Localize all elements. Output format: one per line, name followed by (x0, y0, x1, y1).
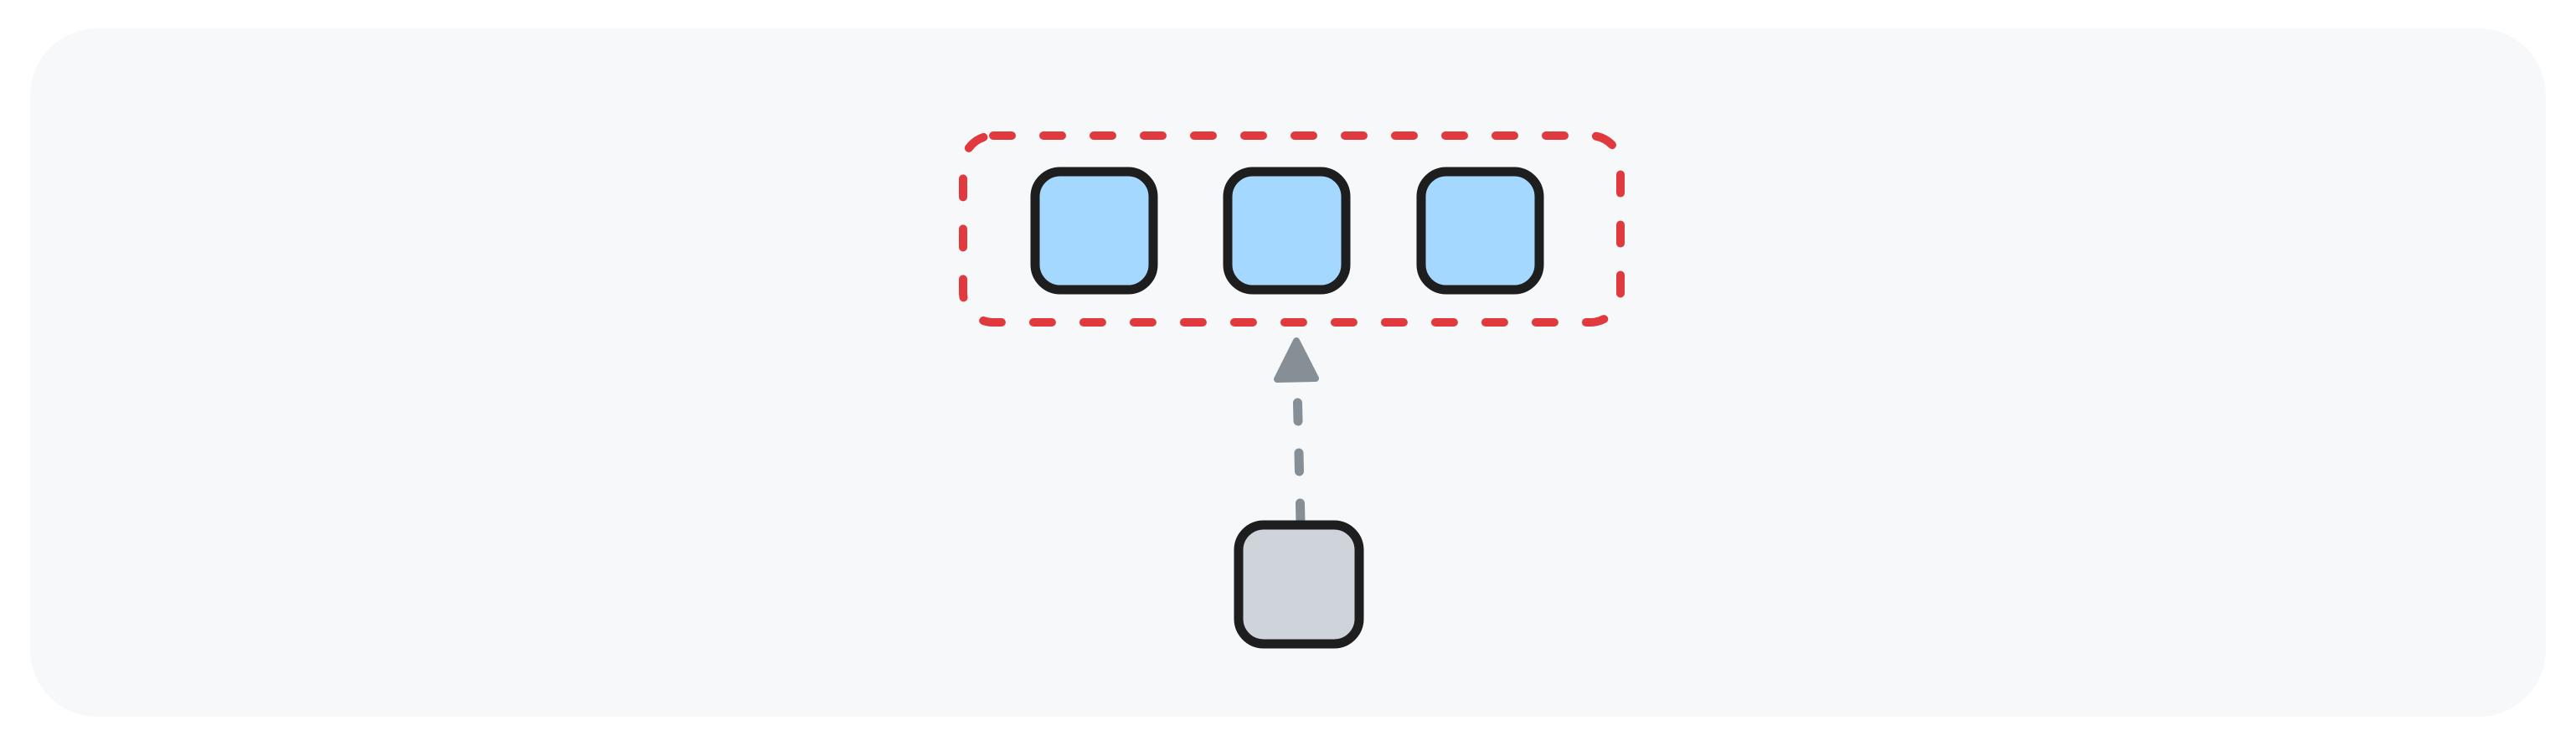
arrowhead-icon (1274, 337, 1319, 383)
connector-arrow[interactable] (1274, 337, 1319, 527)
member-box-2[interactable] (1223, 167, 1351, 295)
source-box[interactable] (1234, 520, 1364, 649)
connector-line (1292, 382, 1306, 527)
group-members (1030, 167, 1544, 295)
member-box-3[interactable] (1416, 167, 1544, 295)
group-outline[interactable] (959, 131, 1625, 327)
member-box-1[interactable] (1030, 167, 1158, 295)
